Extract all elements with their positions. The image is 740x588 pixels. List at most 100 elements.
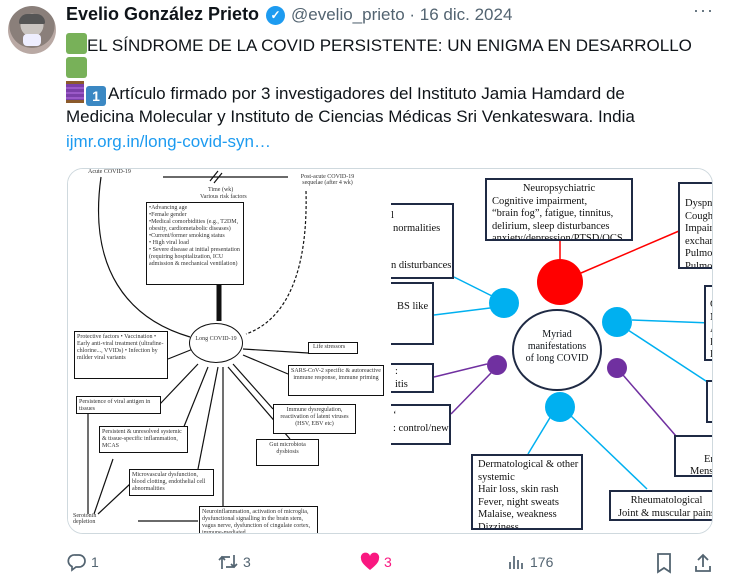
article-link[interactable]: ijmr.org.in/long-covid-syn… bbox=[66, 132, 272, 151]
box-line: “brain fog”, fatigue, tinnitus, bbox=[492, 208, 614, 219]
purple-circle bbox=[487, 355, 507, 375]
box-line: l bbox=[391, 210, 394, 221]
box-line: ‘ bbox=[393, 410, 397, 421]
tweet-title-line: EL SÍNDROME DE LA COVID PERSISTENTE: UN … bbox=[66, 33, 692, 56]
thread-spool-icon bbox=[66, 81, 84, 103]
share-icon bbox=[695, 553, 711, 572]
box-line: Joint & muscular pains bbox=[617, 507, 713, 519]
body-text-1: Artículo firmado por 3 investigadores de… bbox=[108, 84, 625, 103]
reply-button[interactable]: 1 bbox=[67, 552, 99, 572]
avatar[interactable] bbox=[8, 6, 56, 54]
views-button[interactable]: 176 bbox=[506, 552, 553, 572]
box-line: H bbox=[710, 349, 712, 359]
time-label: Time (wk) bbox=[208, 187, 234, 193]
risk-factors-title: Various risk factors bbox=[200, 194, 247, 200]
left-fourth-box: ‘: control/new bbox=[391, 404, 451, 445]
reply-count: 1 bbox=[91, 554, 99, 570]
risk-item: •Current/former smoking status bbox=[149, 233, 225, 239]
neuropsychiatric-box: Neuropsychiatric Cognitive impairment, “… bbox=[485, 178, 633, 241]
views-count: 176 bbox=[530, 554, 554, 570]
box-line: delirium, sleep disturbances bbox=[492, 220, 610, 232]
repost-button[interactable]: 3 bbox=[217, 552, 251, 572]
image-long-covid-causes[interactable]: Acute COVID-19 Post-acute COVID-19 seque… bbox=[68, 169, 391, 533]
manifestation-diagram bbox=[433, 230, 712, 490]
respiratory-box: DyspnoCoughImpaireexchangPulmonPulmon bbox=[678, 182, 713, 269]
risk-item: •Female gender bbox=[149, 212, 187, 218]
author-handle[interactable]: @evelio_prieto bbox=[291, 5, 405, 24]
box-line: r bbox=[712, 405, 713, 418]
like-button[interactable]: 3 bbox=[360, 552, 392, 572]
box-line: Cough bbox=[685, 210, 713, 222]
views-chart-icon bbox=[509, 556, 523, 569]
author-name[interactable]: Evelio González Prieto bbox=[66, 4, 260, 24]
image-long-covid-manifestations[interactable]: Myriad manifestations of long COVID Neur… bbox=[391, 169, 713, 533]
keycap-one-icon: 1 bbox=[86, 86, 106, 106]
acute-covid-label: Acute COVID-19 bbox=[88, 169, 131, 175]
box-line: systemic bbox=[478, 471, 515, 483]
immune-box: Immune dysregulation, reactivation of la… bbox=[273, 404, 356, 434]
body-text-2: Medicina Molecular y Instituto de Cienci… bbox=[66, 107, 635, 126]
green-square-icon bbox=[66, 33, 87, 54]
left-gastro-box: BS like bbox=[391, 282, 434, 345]
red-circle bbox=[537, 259, 583, 305]
box-line: A bbox=[710, 324, 712, 337]
box-line: normalities bbox=[393, 222, 441, 234]
center-ellipse bbox=[512, 309, 602, 391]
share-button[interactable] bbox=[693, 552, 713, 574]
life-stressors-box: Life stressors bbox=[308, 342, 358, 354]
tweet-meta: @evelio_prieto · 16 dic. 2024 bbox=[291, 5, 512, 25]
box-line: Rheumatological bbox=[630, 495, 703, 506]
box-line: Hair loss, skin rash bbox=[478, 484, 559, 495]
serotonin-label: Serotonin depletion bbox=[73, 513, 97, 525]
blue-circle bbox=[602, 307, 632, 337]
green-square-icon bbox=[66, 57, 87, 78]
box-line: : bbox=[395, 366, 398, 377]
long-covid-node: Long COVID-19 bbox=[189, 323, 243, 363]
neuroinflammation-box: Neuroinflammation, activation of microgl… bbox=[199, 506, 318, 533]
box-line: Dizziness bbox=[478, 521, 519, 530]
right-second-box: Tr bbox=[706, 380, 713, 423]
separator: · bbox=[409, 5, 416, 24]
purple-circle bbox=[607, 358, 627, 378]
box-line: M bbox=[710, 312, 712, 325]
verified-badge-icon: ✓ bbox=[266, 6, 285, 25]
box-line: Dermatological & other bbox=[478, 459, 579, 470]
left-third-box: :itis bbox=[391, 363, 434, 393]
box-line: Erect bbox=[704, 453, 713, 465]
risk-item: •Medical comorbidities (e.g., T2DM, obes… bbox=[149, 219, 239, 232]
box-line: itis bbox=[395, 378, 408, 390]
bookmark-icon bbox=[657, 553, 671, 574]
tweet-date[interactable]: 16 dic. 2024 bbox=[419, 5, 513, 24]
reply-icon bbox=[67, 554, 86, 572]
risk-item: •Advancing age bbox=[149, 205, 188, 211]
protective-factors-box: Protective factors • Vaccination • Early… bbox=[74, 331, 168, 379]
box-line: : control/new bbox=[393, 422, 449, 434]
repost-count: 3 bbox=[243, 554, 251, 570]
risk-item: • Severe disease at initial presentation… bbox=[149, 247, 240, 267]
box-line: C bbox=[710, 299, 712, 312]
box-line: Fever, night sweats bbox=[478, 496, 559, 508]
box-title: Neuropsychiatric bbox=[522, 183, 596, 194]
sars-box: SARS-CoV-2 specific & autoreactive immun… bbox=[288, 365, 384, 396]
risk-item: • High viral load bbox=[149, 240, 189, 246]
gut-box: Gut microbiota dysbiosis bbox=[256, 439, 319, 466]
box-line: Dyspno bbox=[685, 198, 713, 209]
risk-factors-box: •Advancing age •Female gender •Medical c… bbox=[146, 202, 244, 285]
emoji-line bbox=[66, 57, 87, 80]
box-line: R bbox=[700, 441, 712, 454]
box-line: Pulmon bbox=[685, 260, 713, 269]
center-label: Myriad manifestations of long COVID bbox=[525, 329, 589, 364]
bookmark-button[interactable] bbox=[654, 552, 674, 574]
box-line: Malaise, weakness bbox=[478, 509, 557, 520]
microvascular-box: Microvascular dysfunction, blood clottin… bbox=[129, 469, 214, 496]
box-line: n disturbances bbox=[391, 260, 452, 271]
more-options-button[interactable]: ··· bbox=[693, 0, 714, 20]
repost-icon bbox=[218, 555, 238, 569]
persistence-box: Persistence of viral antigen in tissues bbox=[76, 396, 161, 414]
tweet-title: EL SÍNDROME DE LA COVID PERSISTENTE: UN … bbox=[87, 36, 692, 55]
media-images[interactable]: Acute COVID-19 Post-acute COVID-19 seque… bbox=[67, 168, 713, 534]
